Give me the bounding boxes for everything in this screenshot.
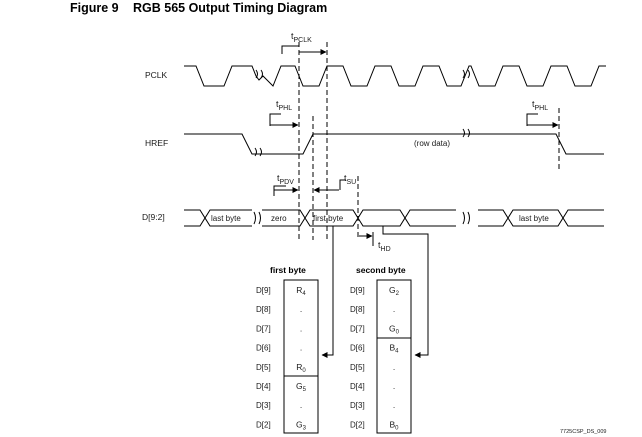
pclk-waveform	[184, 65, 606, 87]
href-waveform	[184, 133, 604, 155]
second-byte-table	[376, 279, 412, 434]
first-byte-pin-label: D[5]	[256, 363, 271, 372]
t-phl-left-label: tPHL	[276, 99, 292, 112]
data-segment-last-byte-left: last byte	[211, 214, 241, 223]
pclk-break-mark-right	[462, 69, 470, 79]
second-byte-title: second byte	[356, 265, 406, 275]
second-byte-bit-value: .	[393, 381, 395, 391]
data-segment-first-byte: first byte	[313, 214, 344, 223]
pclk-break-mark	[255, 69, 263, 79]
first-byte-rows: D[9] R4D[8]. D[7]. D[6]. D[5] R0D[4] G5D[3]. D[…	[256, 285, 307, 431]
first-byte-pin-label: D[3]	[256, 401, 271, 410]
second-byte-bit-value: .	[393, 304, 395, 314]
figure-title: RGB 565 Output Timing Diagram	[133, 1, 327, 15]
t-pclk-bracket	[281, 45, 299, 54]
first-byte-bit-value: G5	[296, 381, 307, 393]
first-byte-bit-value: .	[300, 400, 302, 410]
first-byte-pin-label: D[2]	[256, 420, 271, 429]
href-break-mark	[254, 147, 262, 157]
t-pclk-label: tPCLK	[291, 31, 312, 44]
first-byte-bit-value: G3	[296, 419, 307, 431]
href-break-mark-right	[462, 128, 470, 138]
second-byte-pin-label: D[5]	[350, 363, 365, 372]
t-phl-left-bracket	[269, 113, 281, 126]
t-pdv-label: tPDV	[277, 173, 294, 186]
data-bus-waveform	[184, 209, 604, 227]
first-byte-bit-value: .	[300, 304, 302, 314]
data-bus-label: D[9:2]	[142, 212, 165, 222]
t-hd-label: tHD	[378, 240, 391, 253]
doc-code: 7725CSP_DS_009	[560, 429, 606, 435]
t-phl-right-label: tPHL	[532, 99, 548, 112]
second-byte-bit-value: G0	[389, 323, 400, 335]
first-byte-pin-label: D[7]	[256, 324, 271, 333]
pclk-label: PCLK	[145, 70, 168, 80]
second-byte-pin-label: D[9]	[350, 286, 365, 295]
second-byte-bit-value: .	[393, 400, 395, 410]
t-phl-right-bracket	[526, 113, 538, 126]
second-byte-pin-label: D[3]	[350, 401, 365, 410]
t-su-bracket	[339, 179, 346, 190]
figure-number: Figure 9	[70, 1, 119, 15]
first-byte-bit-value: R4	[296, 285, 306, 297]
second-byte-bit-value: .	[393, 362, 395, 372]
href-label: HREF	[145, 138, 168, 148]
reference-lines	[298, 42, 560, 240]
first-byte-connector	[321, 226, 334, 358]
first-byte-bit-value: .	[300, 343, 302, 353]
second-byte-rows: D[9] G2D[8]. D[7] G0D[6] B4D[5]. D[4]. D[3]. D[…	[350, 285, 400, 431]
data-segment-zero: zero	[271, 214, 287, 223]
second-byte-bit-value: B4	[389, 343, 399, 355]
first-byte-bit-value: R0	[296, 362, 306, 374]
second-byte-bit-value: B0	[389, 419, 399, 431]
t-su-label: tSU	[344, 173, 356, 186]
data-break-mark-right	[462, 211, 470, 225]
second-byte-bit-value: G2	[389, 285, 400, 297]
href-row-data-note: (row data)	[414, 139, 450, 148]
second-byte-pin-label: D[8]	[350, 305, 365, 314]
first-byte-pin-label: D[6]	[256, 344, 271, 353]
second-byte-pin-label: D[7]	[350, 324, 365, 333]
first-byte-title: first byte	[270, 265, 306, 275]
second-byte-pin-label: D[4]	[350, 382, 365, 391]
first-byte-bit-value: .	[300, 323, 302, 333]
first-byte-pin-label: D[8]	[256, 305, 271, 314]
t-pdv-bracket	[273, 185, 286, 196]
second-byte-pin-label: D[6]	[350, 344, 365, 353]
first-byte-table	[283, 279, 319, 434]
first-byte-pin-label: D[4]	[256, 382, 271, 391]
second-byte-connector	[382, 226, 429, 358]
data-segment-last-byte-right: last byte	[519, 214, 549, 223]
first-byte-pin-label: D[9]	[256, 286, 271, 295]
second-byte-pin-label: D[2]	[350, 420, 365, 429]
data-break-mark-left	[253, 211, 261, 225]
